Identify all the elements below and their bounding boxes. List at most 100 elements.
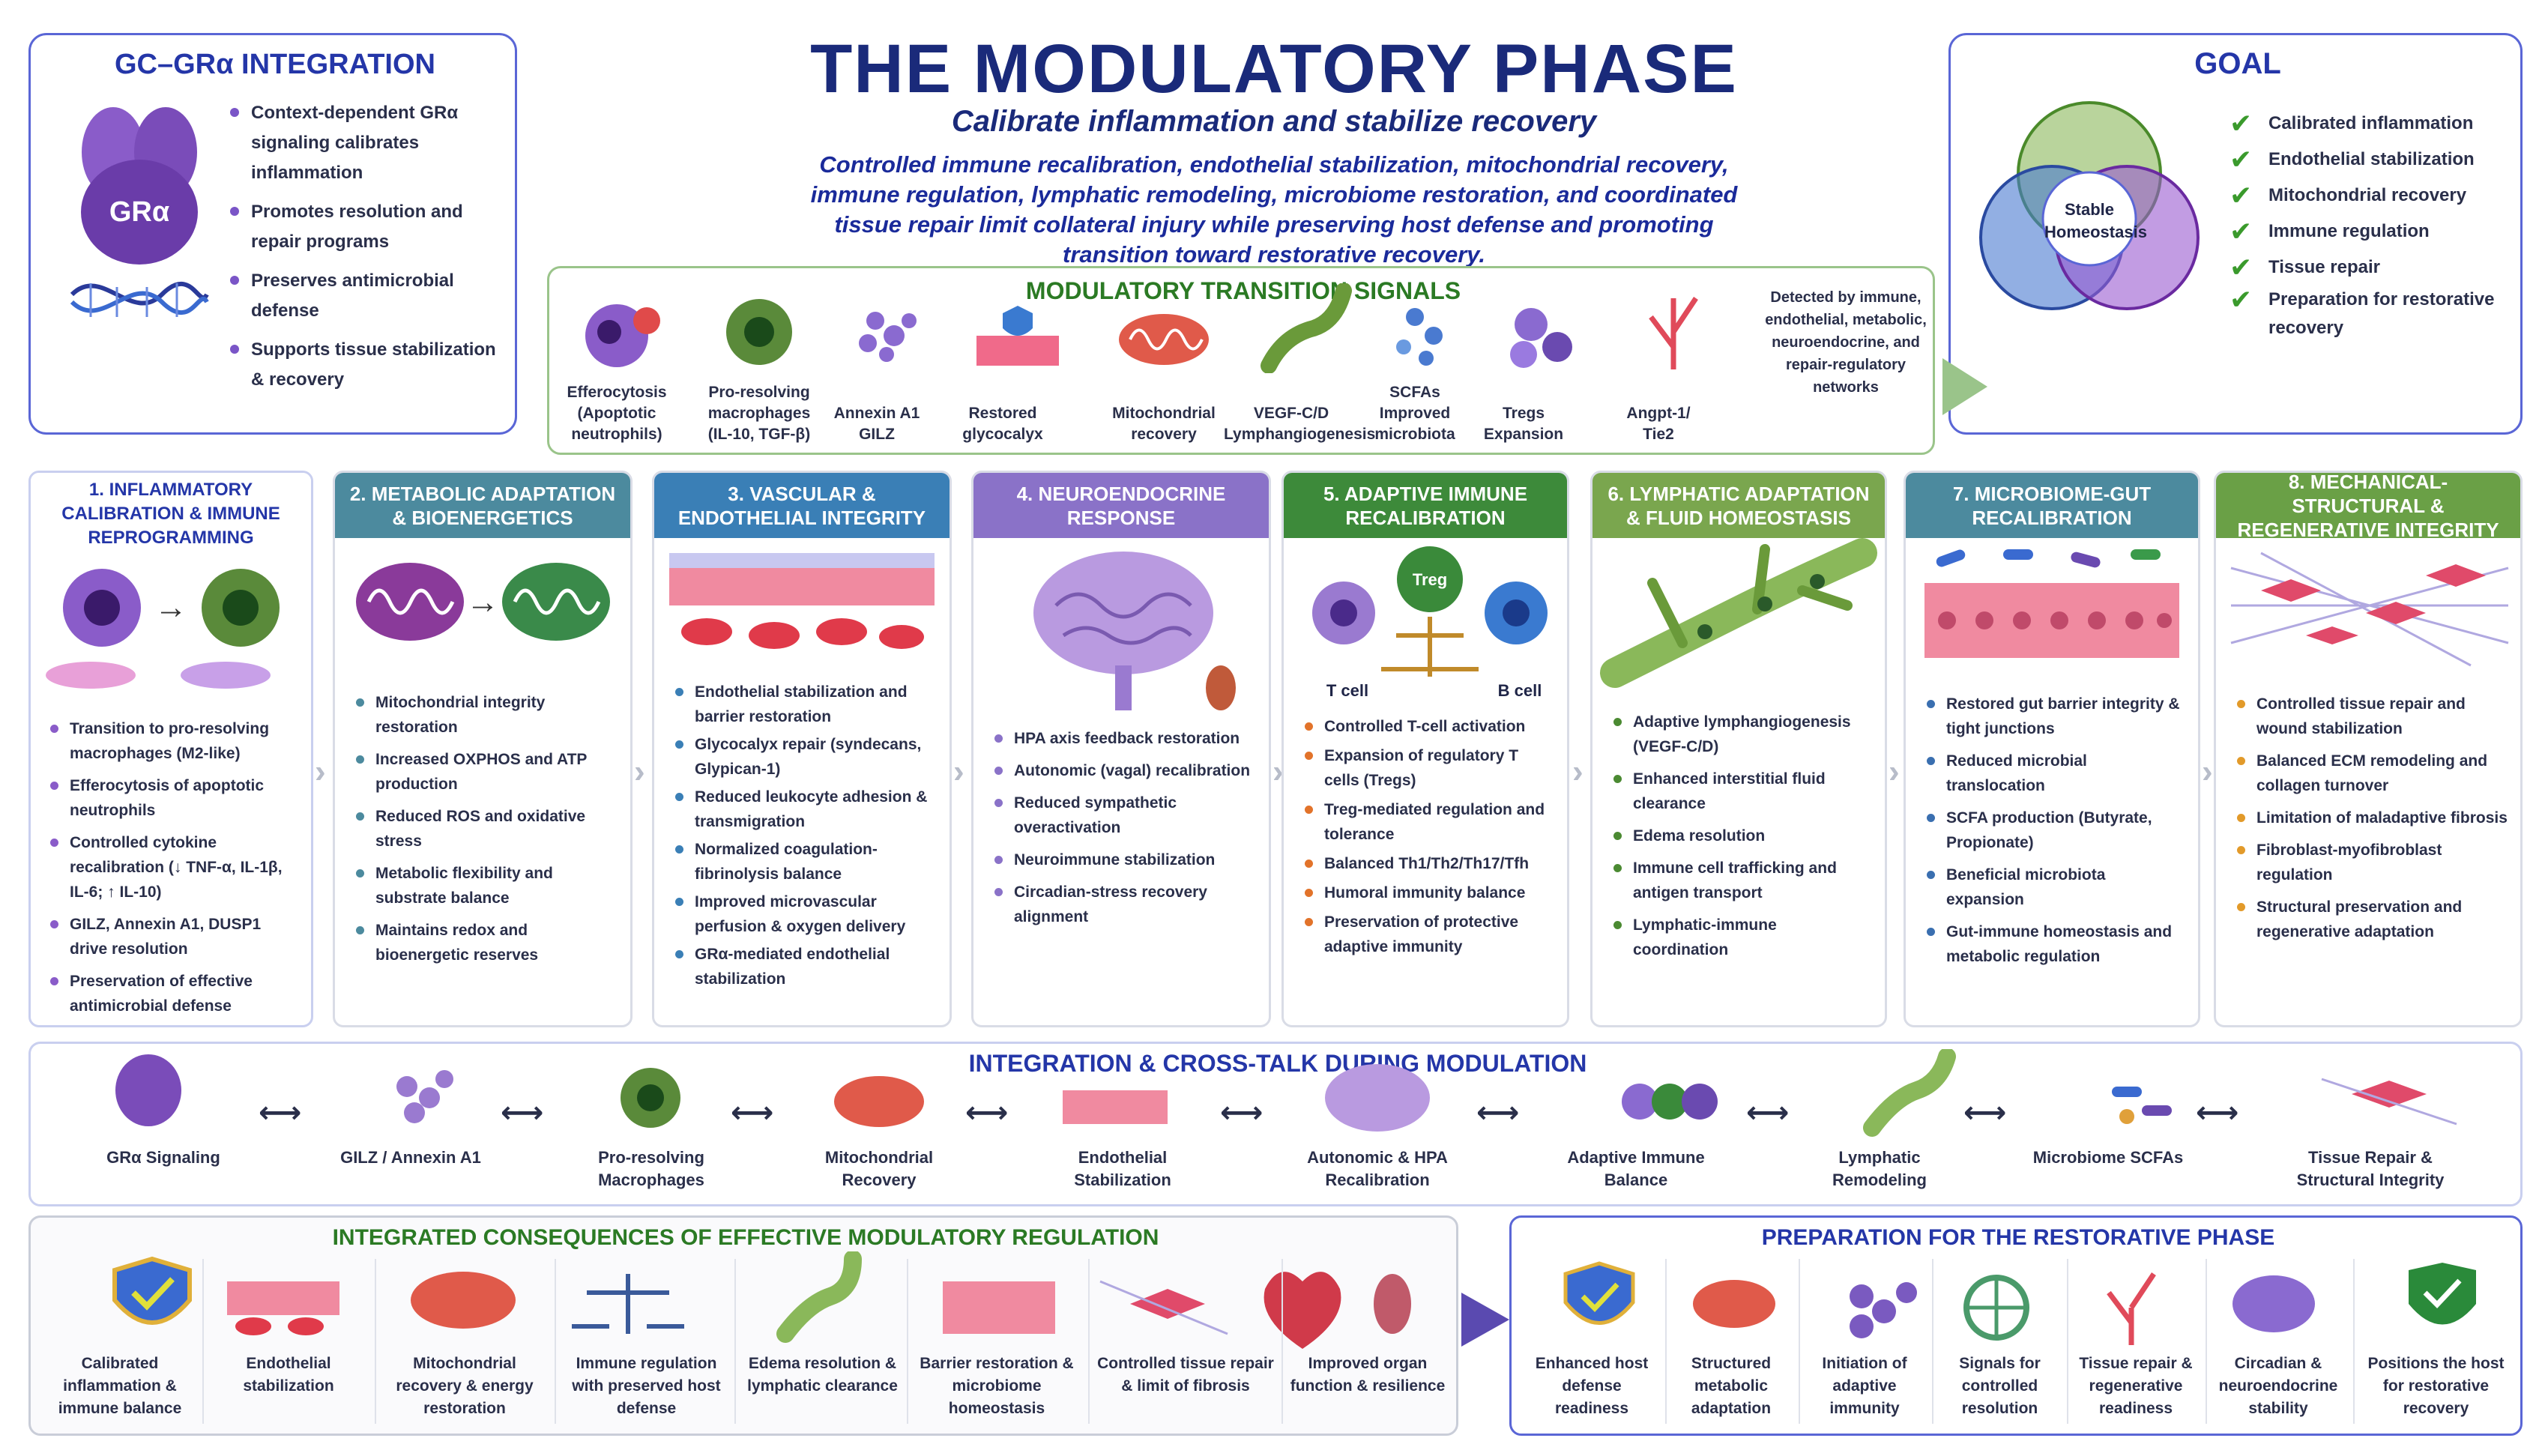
divider: [2353, 1259, 2355, 1424]
phase-8-bullets: Controlled tissue repair and wound stabi…: [2216, 677, 2520, 944]
signals-note: Detected by immune, endothelial, metabol…: [1765, 289, 1927, 396]
phase-bullet: Structural preservation and regenerative…: [2234, 895, 2510, 944]
phase-column-4: 4. NEUROENDOCRINE RESPONSE HPA axis feed…: [971, 471, 1271, 1027]
phase-column-1: 1. INFLAMMATORY CALIBRATION & IMMUNE REP…: [28, 471, 313, 1027]
immune-balance-icon: Treg: [1312, 546, 1548, 677]
integration-icon-row: [115, 1049, 2457, 1137]
goal-arrow-icon: [1942, 358, 1987, 415]
t-cell-label: T cell: [1326, 681, 1369, 700]
phase-column-8: 8. MECHANICAL-STRUCTURAL & REGENERATIVE …: [2214, 471, 2523, 1027]
phase-bullet: GILZ, Annexin A1, DUSP1 drive resolution: [47, 912, 299, 961]
consequences-title: INTEGRATED CONSEQUENCES OF EFFECTIVE MOD…: [332, 1225, 1159, 1250]
phase-bullet: SCFA production (Butyrate, Propionate): [1924, 806, 2188, 855]
integration-item: Microbiome SCFAs: [2032, 1148, 2184, 1167]
phase-column-6: 6. LYMPHATIC ADAPTATION & FLUID HOMEOSTA…: [1590, 471, 1887, 1027]
gr-receptor-icon: GRα: [70, 107, 209, 317]
phase-bullet: Gut-immune homeostasis and metabolic reg…: [1924, 919, 2188, 969]
phase-bullet: HPA axis feedback restoration: [991, 726, 1257, 751]
preparation-title: PREPARATION FOR THE RESTORATIVE PHASE: [1761, 1225, 2275, 1250]
phase-bullet: Maintains redox and bioenergetic reserve…: [353, 918, 618, 967]
goal-item: ✔Immune regulation: [2230, 214, 2514, 250]
phase-bullet: Reduced leukocyte adhesion & transmigrat…: [672, 785, 938, 834]
mitochondria-transition-icon: →: [356, 563, 610, 641]
divider: [1281, 1259, 1283, 1424]
integration-panel: INTEGRATION & CROSS-TALK DURING MODULATI…: [28, 1042, 2523, 1206]
venn-diagram-icon: [1979, 101, 2200, 310]
phase-1-bullets: Transition to pro-resolving macrophages …: [31, 709, 311, 1018]
phase-bullet: Reduced ROS and oxidative stress: [353, 804, 618, 854]
flow-arrow-icon: ›: [315, 753, 326, 790]
phase-bullet: Expansion of regulatory T cells (Tregs): [1302, 743, 1557, 793]
signal-angpt: Angpt-1/ Tie2: [1626, 405, 1691, 443]
gr-receptor-label: GRα: [109, 196, 169, 228]
phase-7-bullets: Restored gut barrier integrity & tight j…: [1906, 677, 2198, 969]
phase-3-bullets: Endothelial stabilization and barrier re…: [654, 669, 950, 991]
flow-arrow-icon: ›: [1889, 753, 1900, 790]
phase-bullet: Transition to pro-resolving macrophages …: [47, 716, 299, 766]
double-arrow-icon: ⟷: [965, 1096, 1009, 1129]
integration-item: Mitochondrial Recovery: [824, 1148, 934, 1189]
gc-gr-bullet-list: Context-dependent GRα signaling calibrat…: [227, 98, 504, 395]
consequence-item: Controlled tissue repair & limit of fibr…: [1097, 1355, 1274, 1395]
consequence-item: Barrier restoration & microbiome homeost…: [920, 1355, 1074, 1417]
flow-arrow-icon: ›: [2202, 753, 2213, 790]
phase-bullet: Limitation of maladaptive fibrosis: [2234, 806, 2510, 830]
phase-bullet: Controlled tissue repair and wound stabi…: [2234, 692, 2510, 741]
checkmark-icon: ✔: [2230, 284, 2253, 315]
integration-title: INTEGRATION & CROSS-TALK DURING MODULATI…: [968, 1050, 1587, 1077]
divider: [1088, 1259, 1090, 1424]
phase-2-header: 2. METABOLIC ADAPTATION & BIOENERGETICS: [335, 473, 630, 538]
flow-arrow-icon: ›: [1572, 753, 1584, 790]
preparation-item: Signals for controlled resolution: [1959, 1355, 2041, 1417]
divider: [1665, 1259, 1667, 1424]
lymphatic-vessel-icon: [1600, 538, 1877, 688]
page-title: THE MODULATORY PHASE: [810, 31, 1738, 107]
phase-bullet: Treg-mediated regulation and tolerance: [1302, 797, 1557, 847]
double-arrow-icon: ⟷: [1746, 1096, 1790, 1129]
phase-2-bullets: Mitochondrial integrity restoration Incr…: [335, 669, 630, 967]
consequence-item: Edema resolution & lymphatic clearance: [747, 1355, 898, 1395]
phase-6-header: 6. LYMPHATIC ADAPTATION & FLUID HOMEOSTA…: [1592, 473, 1885, 538]
divider: [2206, 1259, 2207, 1424]
tissue-repair-icon: [2230, 552, 2509, 667]
macrophage-transition-icon: →: [46, 569, 280, 689]
goal-panel: GOAL Stable Homeostasis ✔Calibrated infl…: [1948, 33, 2523, 435]
phase-bullet: Lymphatic-immune coordination: [1610, 913, 1874, 962]
phase-column-5: 5. ADAPTIVE IMMUNE RECALIBRATION Treg T …: [1281, 471, 1569, 1027]
phase-bullet: Neuroimmune stabilization: [991, 848, 1257, 872]
integration-item: Tissue Repair & Structural Integrity: [2296, 1148, 2445, 1189]
divider: [1932, 1259, 1933, 1424]
checkmark-icon: ✔: [2230, 144, 2253, 175]
b-cell-label: B cell: [1497, 681, 1542, 700]
phase-8-header: 8. MECHANICAL-STRUCTURAL & REGENERATIVE …: [2216, 473, 2520, 541]
signal-efferocytosis: Efferocytosis (Apoptotic neutrophils): [567, 384, 667, 443]
double-arrow-icon: ⟷: [259, 1096, 302, 1129]
phase-6-bullets: Adaptive lymphangiogenesis (VEGF-C/D) En…: [1592, 692, 1885, 962]
gc-gr-panel-title: GC–GRα INTEGRATION: [114, 49, 435, 80]
phase-bullet: Mitochondrial integrity restoration: [353, 690, 618, 740]
checkmark-icon: ✔: [2230, 108, 2253, 139]
phase-3-header: 3. VASCULAR & ENDOTHELIAL INTEGRITY: [654, 473, 950, 538]
gut-epithelium-icon: [1924, 549, 2179, 658]
divider: [555, 1259, 556, 1424]
divider: [734, 1259, 736, 1424]
divider: [1799, 1259, 1800, 1424]
preparation-item: Enhanced host defense readiness: [1535, 1355, 1649, 1417]
phase-bullet: Preservation of effective antimicrobial …: [47, 969, 299, 1018]
consequence-item: Mitochondrial recovery & energy restorat…: [396, 1355, 534, 1417]
divider: [907, 1259, 908, 1424]
phase-bullet: Glycocalyx repair (syndecans, Glypican-1…: [672, 732, 938, 782]
integration-item: GRα Signaling: [106, 1148, 220, 1167]
integration-item: Endothelial Stabilization: [1074, 1148, 1171, 1189]
phase-bullet: Endothelial stabilization and barrier re…: [672, 680, 938, 729]
signal-tregs: Tregs Expansion: [1483, 405, 1564, 443]
svg-text:→: →: [154, 589, 187, 626]
phase-column-2: 2. METABOLIC ADAPTATION & BIOENERGETICS …: [333, 471, 633, 1027]
phase-7-header: 7. MICROBIOME-GUT RECALIBRATION: [1906, 473, 2198, 538]
integration-item: Autonomic & HPA Recalibration: [1307, 1148, 1448, 1189]
preparation-item: Positions the host for restorative recov…: [2367, 1355, 2505, 1417]
preparation-item: Circadian & neuroendocrine stability: [2218, 1355, 2338, 1417]
gc-gr-bullet: Supports tissue stabilization & recovery: [227, 335, 504, 395]
phase-bullet: Reduced sympathetic overactivation: [991, 791, 1257, 840]
signal-lymphangiogenesis: VEGF-C/D Lymphangiogenesis: [1224, 405, 1376, 443]
